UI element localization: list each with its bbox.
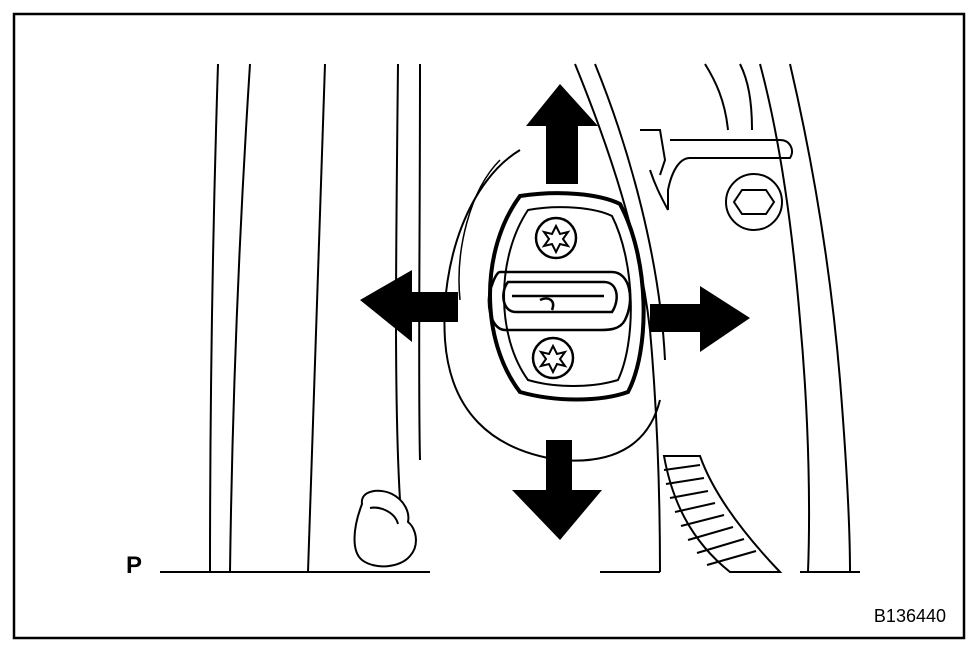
clip-fastener: [353, 489, 417, 568]
view-label: P: [126, 552, 143, 579]
bracket: [640, 129, 793, 211]
striker-recess: [443, 149, 661, 462]
torx-screw-bottom: [531, 336, 575, 380]
arrow-left: [360, 270, 458, 342]
striker-loop: [487, 270, 632, 332]
figure-code: B136440: [873, 606, 946, 626]
arrow-right: [650, 286, 750, 352]
hex-bolt: [725, 173, 783, 231]
torx-screw-top: [534, 216, 578, 260]
arrow-down: [512, 440, 602, 540]
figure-border: [12, 12, 966, 640]
arrow-up: [526, 84, 598, 184]
wiring-harness: [662, 455, 783, 573]
